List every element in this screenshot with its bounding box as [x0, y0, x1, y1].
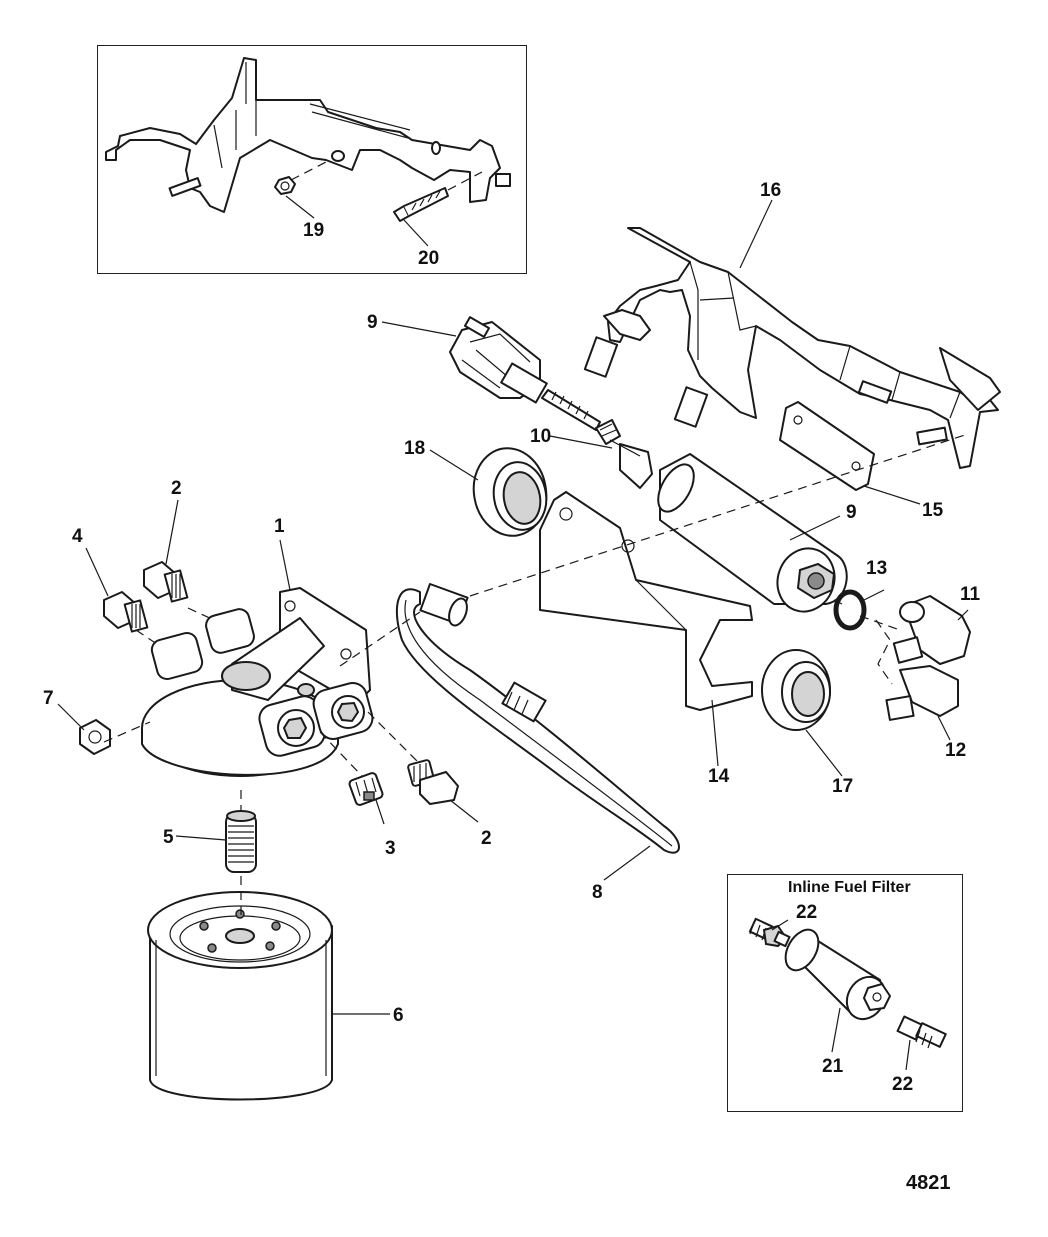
callout-18: 18 [404, 438, 425, 459]
callout-4: 4 [72, 526, 83, 547]
callout-11: 11 [960, 584, 981, 605]
callout-17: 17 [832, 776, 853, 797]
callout-1: 1 [274, 516, 285, 537]
fitting-22-lower [896, 1015, 947, 1049]
assembly-lines [103, 433, 969, 916]
inline-fuel-filter-inset [727, 874, 963, 1112]
plug-3 [348, 772, 384, 806]
callout-10: 10 [530, 426, 551, 447]
plate-15 [779, 401, 875, 491]
callout-22-lower: 22 [892, 1074, 913, 1095]
figure-number: 4821 [906, 1172, 951, 1194]
nut-7 [79, 719, 111, 755]
plug-4 [103, 591, 149, 633]
callout-7: 7 [43, 688, 54, 709]
bracket-detail-inset [97, 45, 527, 274]
fitting-11 [892, 595, 971, 665]
leader-lines [57, 195, 969, 1071]
callout-2-lower: 2 [481, 828, 492, 849]
fitting-12 [885, 665, 959, 721]
filter-head-1 [141, 587, 374, 777]
fitting-22-upper [748, 917, 791, 948]
callout-2-upper: 2 [171, 478, 182, 499]
grommet-17 [761, 649, 831, 731]
connector-9 [449, 316, 621, 445]
fuel-filter-6 [147, 891, 333, 1101]
callout-15: 15 [922, 500, 944, 521]
callout-22-upper: 22 [796, 902, 817, 923]
callout-6: 6 [393, 1005, 404, 1026]
o-ring-13 [833, 589, 867, 631]
fuel-line-8 [395, 583, 680, 854]
grommet-18 [472, 447, 548, 537]
callout-13: 13 [866, 558, 887, 579]
callout-12: 12 [945, 740, 966, 761]
callout-14: 14 [708, 766, 730, 787]
bracket-16 [583, 227, 1001, 469]
inline-filter-21 [784, 928, 891, 1021]
callout-9-pump: 9 [846, 502, 857, 523]
fuel-pump-9 [609, 439, 848, 613]
callout-16: 16 [760, 180, 781, 201]
plug-2-lower [407, 759, 459, 805]
callout-20: 20 [418, 248, 439, 269]
plug-2-upper [143, 561, 189, 603]
callout-21: 21 [822, 1056, 844, 1077]
callout-labels: 1 2 2 3 4 5 6 7 8 9 9 10 11 12 13 14 15 … [43, 180, 981, 1095]
callout-3: 3 [385, 838, 396, 859]
callout-5: 5 [163, 827, 174, 848]
nipple-5 [225, 810, 257, 873]
inset-title: Inline Fuel Filter [788, 879, 911, 896]
inset-bracket [105, 57, 511, 222]
callout-9-connector: 9 [367, 312, 378, 333]
fitting-alternative-bracket [875, 619, 893, 685]
callout-8: 8 [592, 882, 603, 903]
bracket-14 [539, 491, 753, 711]
callout-19: 19 [303, 220, 324, 241]
